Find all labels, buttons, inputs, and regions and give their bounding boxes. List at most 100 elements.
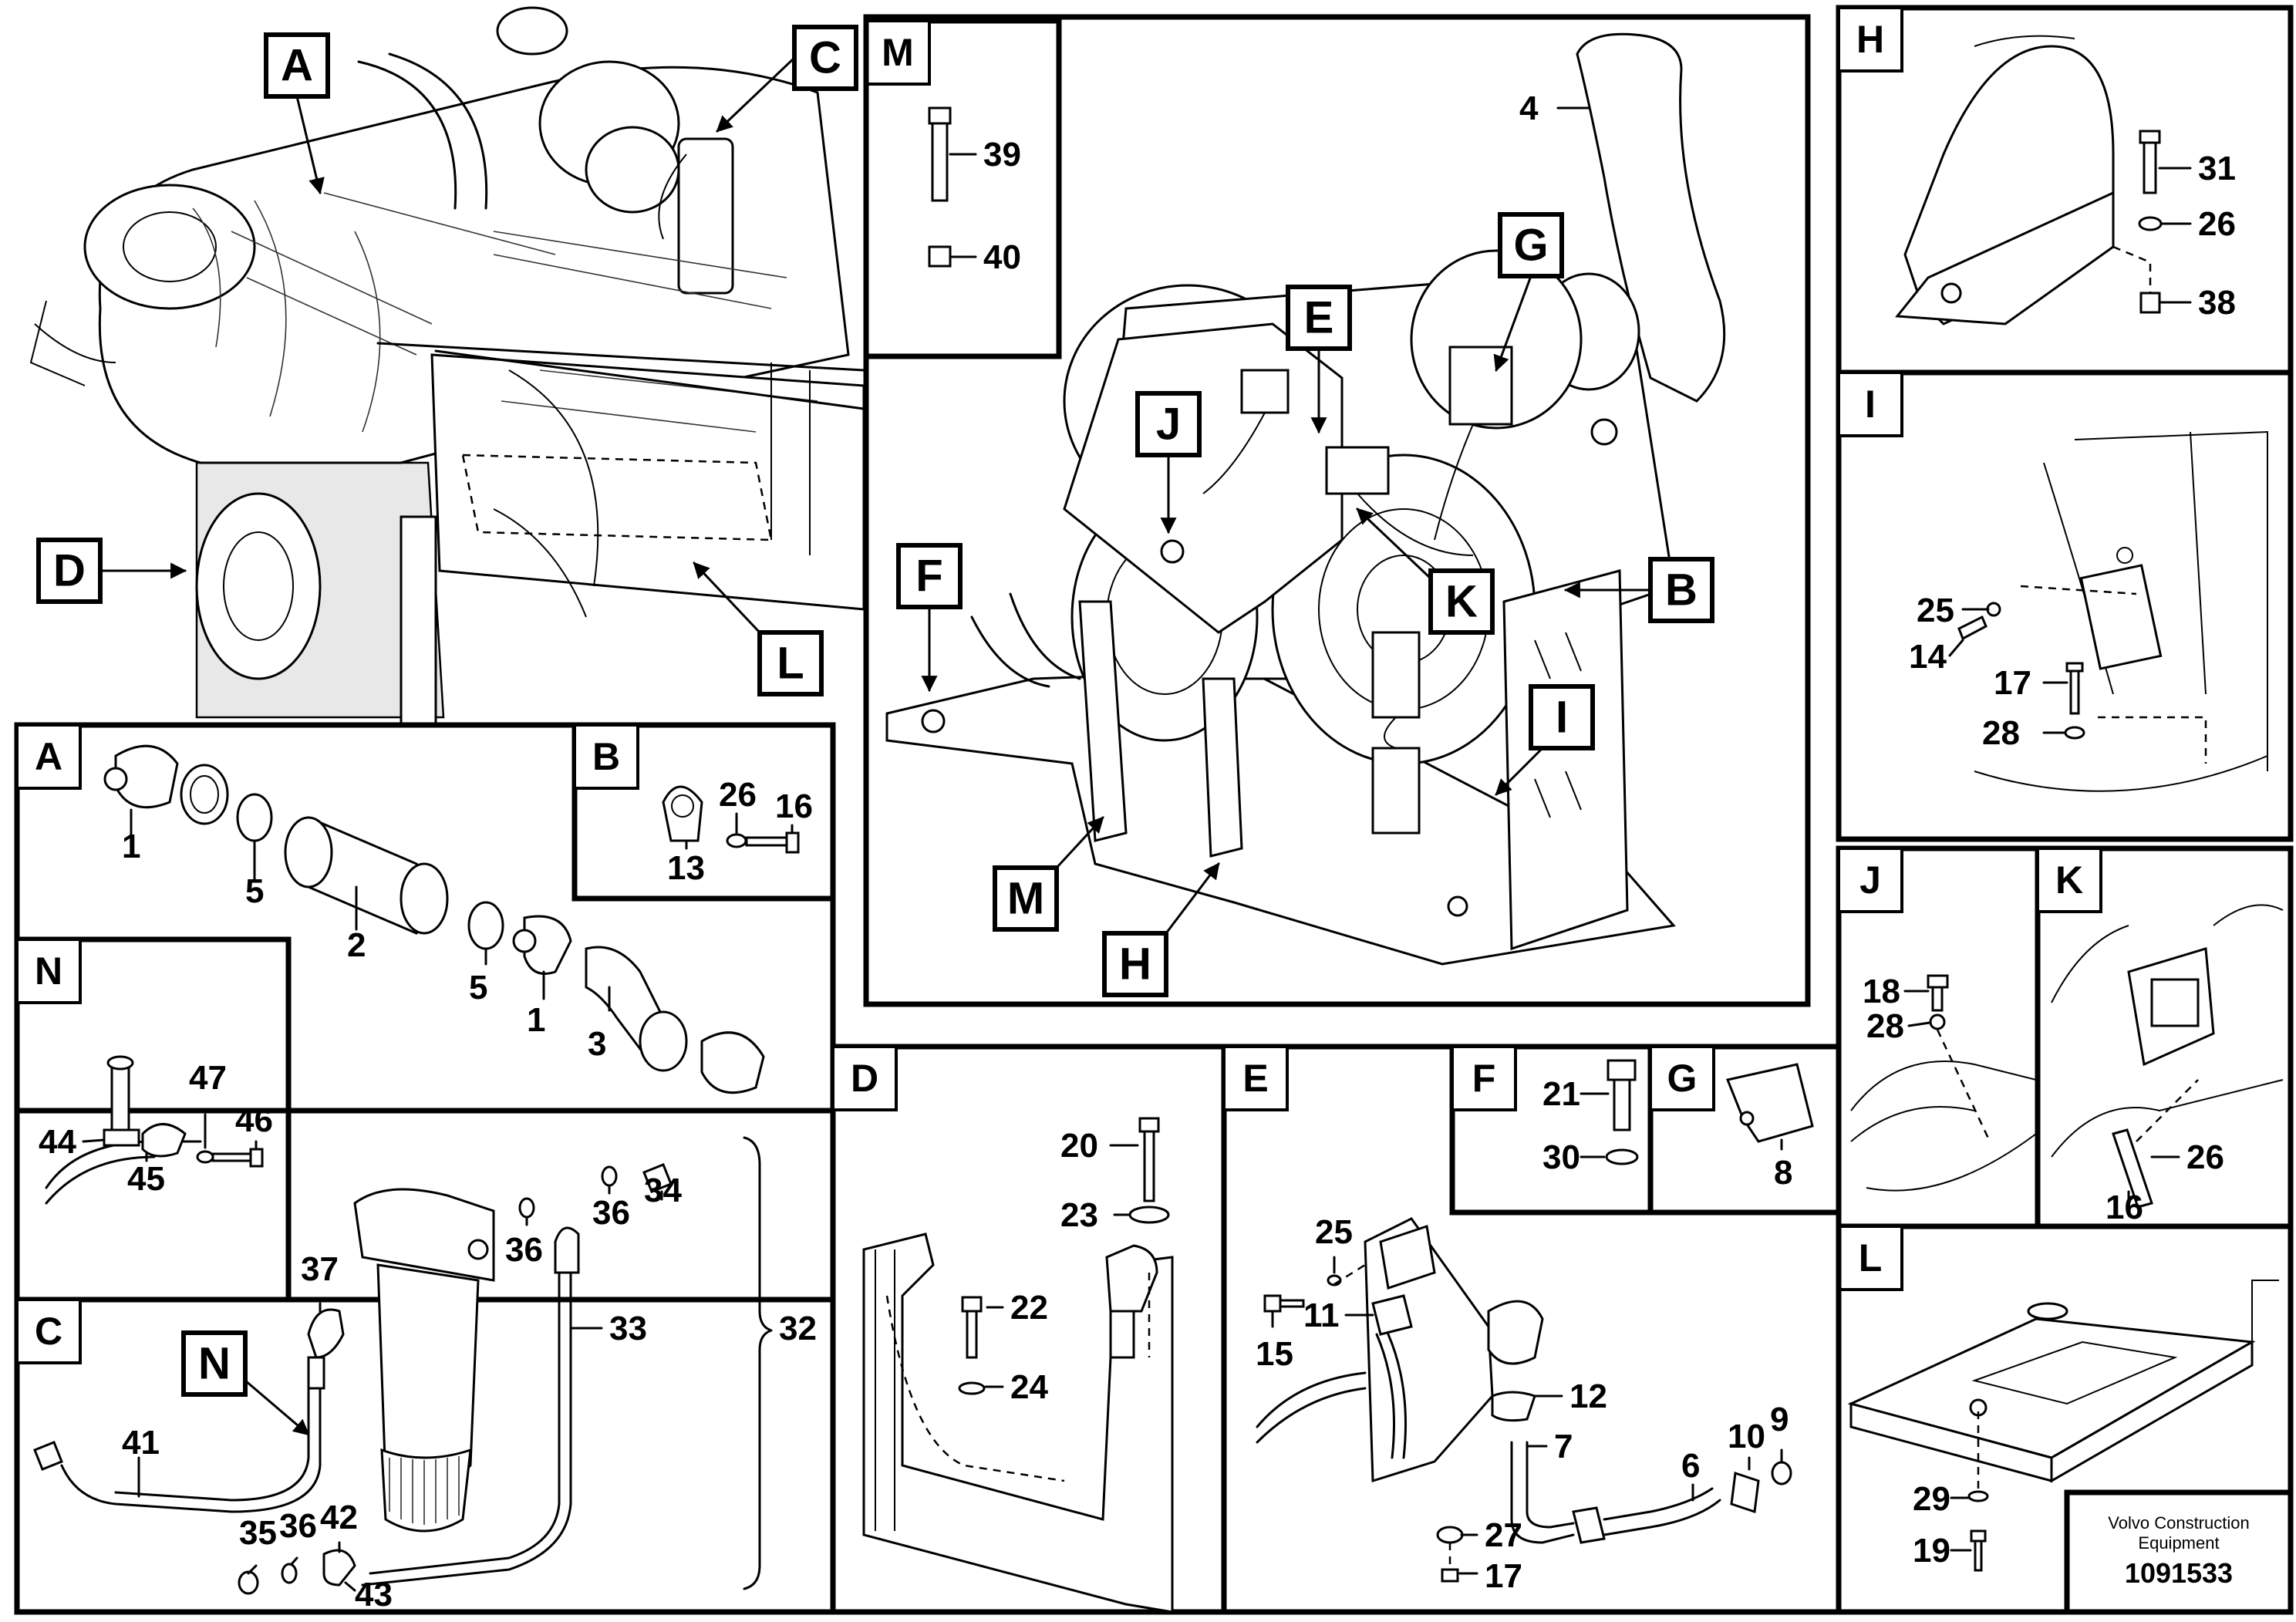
svg-text:41: 41 — [122, 1424, 160, 1462]
svg-text:30: 30 — [1542, 1138, 1580, 1176]
svg-text:43: 43 — [355, 1576, 393, 1614]
svg-text:J: J — [1156, 400, 1181, 450]
svg-text:38: 38 — [2198, 284, 2236, 322]
svg-text:13: 13 — [667, 849, 705, 887]
svg-text:5: 5 — [469, 969, 487, 1007]
main-tag-h: H — [1102, 862, 1220, 997]
svg-text:39: 39 — [983, 136, 1021, 174]
svg-text:C: C — [35, 1310, 62, 1353]
svg-text:28: 28 — [1982, 714, 2020, 752]
svg-text:14: 14 — [1909, 638, 1947, 676]
svg-text:E: E — [1242, 1057, 1268, 1100]
svg-text:20: 20 — [1060, 1127, 1098, 1165]
svg-text:10: 10 — [1728, 1418, 1765, 1455]
detail-l-reference-line — [434, 349, 865, 410]
svg-text:A: A — [35, 735, 62, 778]
svg-text:M: M — [1007, 874, 1044, 924]
svg-text:1: 1 — [527, 1001, 545, 1039]
svg-text:17: 17 — [1485, 1557, 1522, 1595]
svg-text:3: 3 — [588, 1025, 606, 1063]
overview-tag-c: C — [716, 25, 858, 133]
overview-tag-a: A — [264, 32, 330, 195]
svg-text:46: 46 — [235, 1101, 273, 1139]
c-view-tag-n: N — [181, 1330, 310, 1436]
svg-text:M: M — [882, 31, 914, 74]
svg-text:29: 29 — [1913, 1480, 1950, 1518]
overview-tag-l: L — [693, 561, 824, 696]
main-tag-f: F — [896, 543, 963, 693]
svg-text:28: 28 — [1866, 1007, 1904, 1045]
svg-text:16: 16 — [775, 787, 813, 825]
svg-text:34: 34 — [644, 1172, 682, 1209]
svg-text:G: G — [1667, 1057, 1698, 1100]
footer-doc-number: 1091533 — [2125, 1557, 2233, 1589]
svg-text:E: E — [1304, 293, 1334, 343]
panel-b: B 26 16 13 — [571, 722, 836, 902]
svg-text:6: 6 — [1681, 1447, 1700, 1485]
svg-text:47: 47 — [189, 1059, 227, 1097]
svg-text:B: B — [1665, 565, 1698, 615]
panel-h: H 31 26 38 — [1836, 5, 2294, 376]
svg-text:L: L — [1859, 1236, 1883, 1280]
svg-text:19: 19 — [1913, 1532, 1950, 1570]
svg-text:N: N — [198, 1339, 231, 1389]
main-view-panel — [863, 14, 1811, 1007]
svg-text:26: 26 — [2198, 205, 2236, 243]
panel-j: J 18 28 — [1836, 845, 2041, 1229]
panel-l: L 29 19 Volvo Construction Equipment 109… — [1836, 1223, 2294, 1615]
svg-text:B: B — [592, 735, 620, 778]
svg-text:J: J — [1859, 858, 1881, 902]
svg-text:31: 31 — [2198, 150, 2236, 187]
svg-text:15: 15 — [1256, 1335, 1293, 1373]
svg-text:27: 27 — [1485, 1516, 1522, 1554]
svg-text:42: 42 — [320, 1499, 358, 1536]
svg-text:17: 17 — [1994, 664, 2031, 702]
footer-brand-line1: Volvo Construction — [2108, 1513, 2249, 1533]
callout-4: 4 — [1519, 89, 1590, 127]
svg-text:D: D — [851, 1057, 878, 1100]
svg-text:26: 26 — [2186, 1138, 2224, 1176]
svg-text:40: 40 — [983, 238, 1021, 276]
svg-text:5: 5 — [245, 872, 264, 910]
svg-text:A: A — [281, 41, 313, 91]
svg-text:23: 23 — [1060, 1196, 1098, 1234]
svg-text:12: 12 — [1569, 1378, 1607, 1415]
svg-text:K: K — [2055, 858, 2083, 902]
svg-text:16: 16 — [2106, 1189, 2143, 1226]
main-tag-j: J — [1135, 391, 1202, 534]
svg-text:35: 35 — [239, 1514, 277, 1552]
main-tag-b: B — [1563, 557, 1714, 623]
svg-text:4: 4 — [1519, 89, 1539, 127]
svg-text:I: I — [1556, 693, 1568, 743]
svg-text:11: 11 — [1303, 1297, 1340, 1334]
svg-text:36: 36 — [279, 1507, 317, 1545]
svg-text:21: 21 — [1542, 1075, 1580, 1113]
panel-d: D 20 23 22 24 — [830, 1044, 1227, 1615]
main-tag-e: E — [1286, 285, 1352, 434]
svg-text:36: 36 — [592, 1194, 630, 1232]
panel-n: N 44 45 47 46 — [14, 936, 292, 1303]
svg-text:37: 37 — [301, 1250, 339, 1288]
detail-l-reference-line-2 — [376, 342, 865, 372]
svg-text:L: L — [777, 639, 804, 689]
svg-text:N: N — [35, 949, 62, 993]
svg-text:18: 18 — [1863, 973, 1900, 1010]
main-tag-g: G — [1493, 212, 1564, 372]
svg-text:25: 25 — [1917, 592, 1954, 629]
svg-text:45: 45 — [127, 1160, 165, 1198]
svg-text:8: 8 — [1774, 1154, 1792, 1192]
svg-text:F: F — [915, 551, 942, 602]
panel-e: E 25 11 15 12 7 6 10 9 27 17 — [1221, 1044, 1842, 1615]
svg-text:I: I — [1865, 383, 1876, 426]
overview-tag-d: D — [36, 538, 187, 604]
panel-m: M 39 40 — [863, 18, 1062, 359]
main-tag-i: I — [1495, 684, 1595, 796]
svg-text:1: 1 — [122, 828, 140, 865]
svg-text:K: K — [1445, 577, 1478, 627]
panel-a: A 1 5 2 5 1 3 — [14, 722, 836, 1114]
svg-text:7: 7 — [1554, 1428, 1573, 1465]
panel-f: F 21 30 — [1449, 1044, 1654, 1216]
panel-k: K 26 16 — [2035, 845, 2294, 1229]
panel-g: G 8 — [1647, 1044, 1842, 1216]
